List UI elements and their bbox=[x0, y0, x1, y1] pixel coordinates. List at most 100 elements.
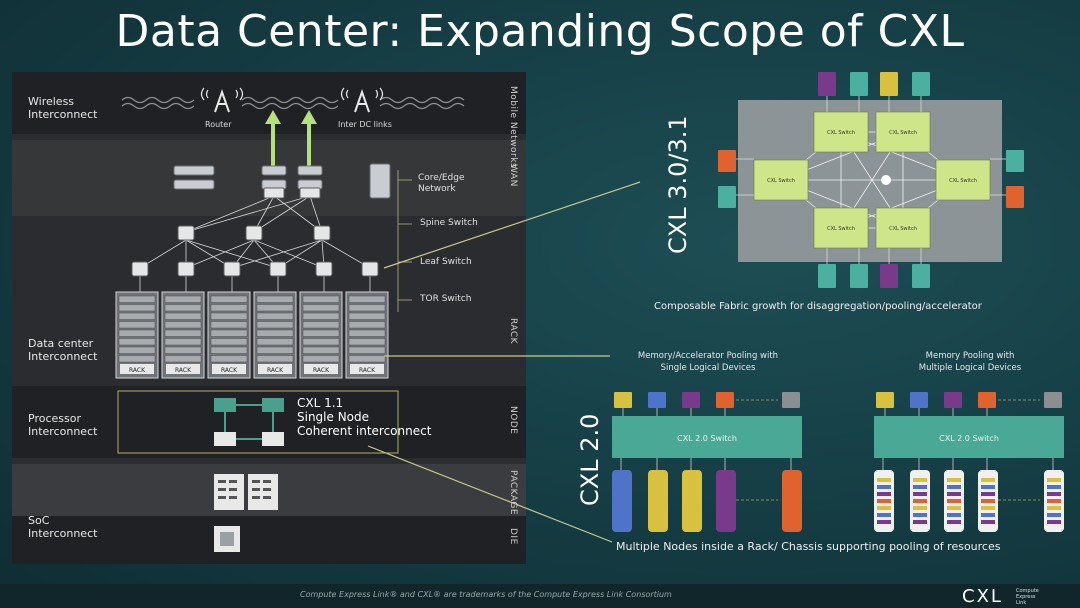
router-label: Router bbox=[205, 120, 232, 129]
cxl2-version-label: CXL 2.0 bbox=[576, 413, 604, 506]
rack-server-slot bbox=[164, 295, 202, 303]
device-bottom bbox=[912, 264, 930, 288]
cxl11-subtitle: Single Node bbox=[297, 410, 370, 424]
rack-server-slot bbox=[302, 329, 340, 337]
cxl2-switch-label: CXL 2.0 Switch bbox=[677, 434, 737, 443]
processor-node-icon bbox=[214, 398, 284, 446]
rack-unit-label: RACK bbox=[359, 367, 376, 374]
mld-partition bbox=[913, 520, 927, 524]
mld-partition bbox=[981, 485, 995, 489]
network-switches bbox=[131, 187, 379, 277]
mld-partition bbox=[877, 485, 891, 489]
rack-label-plate bbox=[212, 364, 246, 374]
mld-partition bbox=[947, 499, 961, 503]
rack-server-slot bbox=[302, 295, 340, 303]
cxl2-right-caption: Memory Pooling with Multiple Logical Dev… bbox=[918, 351, 1022, 373]
rack-server-slot bbox=[118, 355, 156, 363]
host-device bbox=[876, 392, 894, 408]
mld-partition bbox=[1047, 499, 1061, 503]
mld-partition bbox=[913, 478, 927, 482]
die-chip-icon bbox=[214, 526, 240, 552]
rack-server-slot bbox=[348, 295, 386, 303]
host-device bbox=[944, 392, 962, 408]
rack-server-slot bbox=[348, 321, 386, 329]
processor-interconnect-label: Processor Interconnect bbox=[28, 412, 98, 438]
rack-server-slot bbox=[302, 312, 340, 320]
mld-partition bbox=[1047, 492, 1061, 496]
cxl3-version-label: CXL 3.0/3.1 bbox=[664, 115, 692, 254]
cxl11-desc: Coherent interconnect bbox=[297, 424, 432, 438]
device-bottom bbox=[818, 264, 836, 288]
host-device bbox=[682, 392, 700, 408]
host-device bbox=[910, 392, 928, 408]
slide-title: Data Center: Expanding Scope of CXL bbox=[115, 6, 965, 57]
footer-bar bbox=[0, 584, 1080, 608]
pooled-device bbox=[716, 470, 736, 532]
tor-switch-label: TOR Switch bbox=[420, 294, 472, 304]
rack-server-slot bbox=[210, 338, 248, 346]
cxl-switch-box bbox=[935, 159, 991, 201]
mld-partition bbox=[877, 478, 891, 482]
mld-partition bbox=[877, 513, 891, 517]
rack-server-slot bbox=[164, 338, 202, 346]
cxl-switch-box bbox=[813, 207, 869, 249]
cxl-switch-label: CXL Switch bbox=[767, 178, 795, 184]
network-links bbox=[139, 195, 371, 296]
mld-partition bbox=[1047, 485, 1061, 489]
antenna-icon bbox=[200, 87, 244, 113]
rack-server-slot bbox=[302, 321, 340, 329]
mld-partition bbox=[913, 492, 927, 496]
cxl-switch-label: CXL Switch bbox=[889, 226, 917, 232]
rack-server-slot bbox=[164, 304, 202, 312]
mld-partition bbox=[913, 499, 927, 503]
mld-partition bbox=[877, 520, 891, 524]
rack-server-slot bbox=[348, 355, 386, 363]
device-left bbox=[718, 186, 736, 208]
wan-band bbox=[12, 140, 526, 216]
rack-server-slot bbox=[256, 338, 294, 346]
mld-partition bbox=[947, 520, 961, 524]
mld-partition bbox=[1047, 478, 1061, 482]
rack-server-slot bbox=[256, 312, 294, 320]
mobile-networks-label: Mobile Networks bbox=[508, 86, 518, 169]
cxl-logo: CXL bbox=[962, 586, 1003, 607]
rack-server-slot bbox=[118, 304, 156, 312]
rack-server-slot bbox=[256, 295, 294, 303]
rack-server-slot bbox=[348, 338, 386, 346]
device-right bbox=[1006, 150, 1024, 172]
device-left bbox=[718, 150, 736, 172]
mld-partition bbox=[981, 506, 995, 510]
mld-partition bbox=[947, 478, 961, 482]
host-device bbox=[978, 392, 996, 408]
rack-server-slot bbox=[210, 304, 248, 312]
cxl2-left-caption: Memory/Accelerator Pooling with Single L… bbox=[637, 351, 779, 373]
footer-trademark: Compute Express Link® and CXL® are trade… bbox=[300, 590, 672, 599]
mld-partition bbox=[947, 513, 961, 517]
rack-server-slot bbox=[256, 304, 294, 312]
pooled-device bbox=[682, 470, 702, 532]
rack-label-plate bbox=[350, 364, 384, 374]
host-device bbox=[1044, 392, 1062, 408]
rack-server-slot bbox=[210, 346, 248, 354]
rack-unit-label: RACK bbox=[313, 367, 330, 374]
mld-partition bbox=[1047, 506, 1061, 510]
mld-partition bbox=[1047, 520, 1061, 524]
rack-server-slot bbox=[164, 329, 202, 337]
rack-server-slot bbox=[164, 321, 202, 329]
rack-server-slot bbox=[210, 312, 248, 320]
rack-server-slot bbox=[118, 338, 156, 346]
mld-partition bbox=[913, 506, 927, 510]
pooled-device bbox=[648, 470, 668, 532]
device-right bbox=[1006, 186, 1024, 208]
cxl2-switch-label: CXL 2.0 Switch bbox=[939, 434, 999, 443]
mld-partition bbox=[981, 492, 995, 496]
package-chip-icon bbox=[214, 474, 278, 510]
die-band bbox=[12, 516, 526, 564]
mld-partition bbox=[913, 485, 927, 489]
cxl-logo-subtext: Compute Express Link bbox=[1016, 588, 1039, 606]
mld-partition bbox=[877, 506, 891, 510]
package-vertical-label: PACKAGE bbox=[508, 470, 518, 516]
cxl2-switch-bar bbox=[612, 416, 802, 458]
rack-server-slot bbox=[118, 312, 156, 320]
